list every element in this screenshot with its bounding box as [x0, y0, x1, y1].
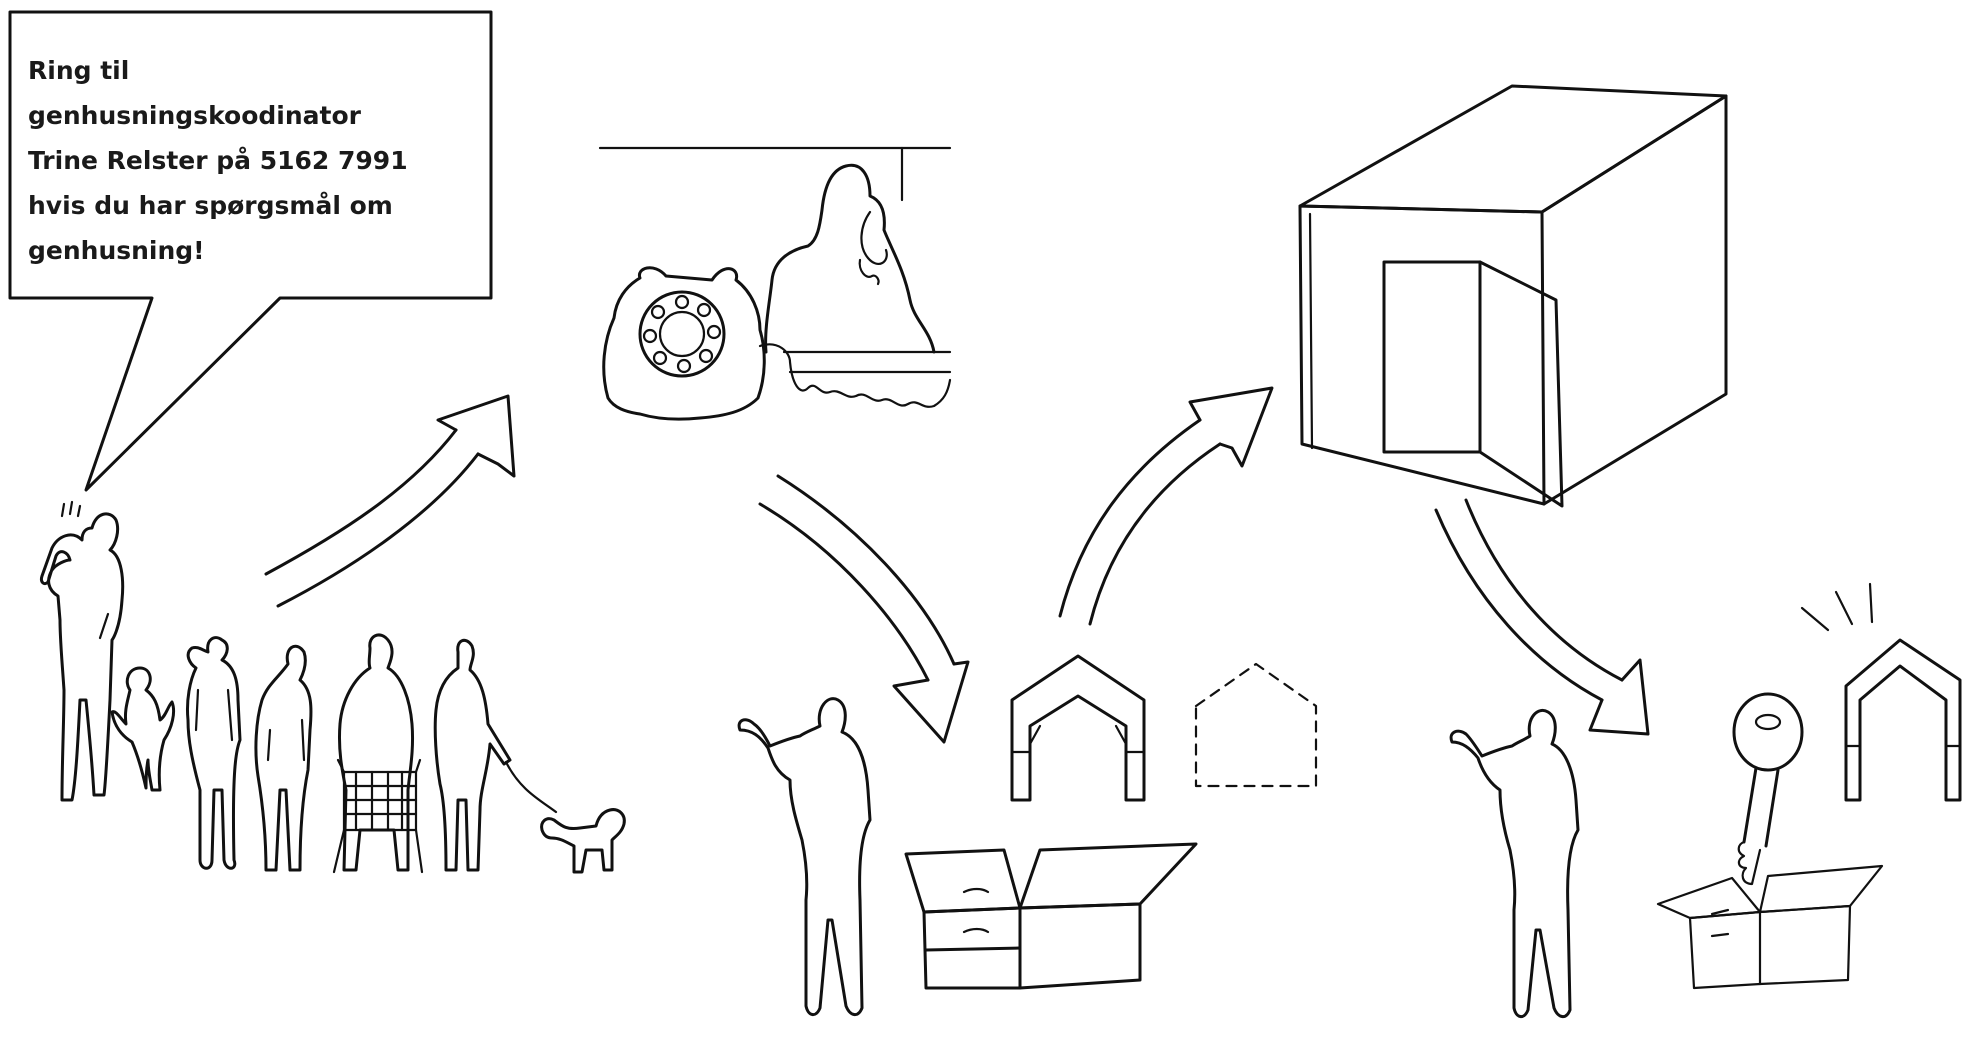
dog-walker-person-icon — [435, 640, 556, 870]
telephone-call-icon — [600, 148, 950, 419]
rotary-phone-icon — [604, 268, 950, 419]
arrow-to-boxes-icon — [760, 476, 968, 742]
key-icon — [1734, 694, 1802, 884]
elderly-person-walker-icon — [334, 635, 422, 872]
bubble-line: Ring til — [28, 48, 468, 93]
bubble-line: genhusningskoodinator — [28, 93, 468, 138]
bubble-line: genhusning! — [28, 228, 468, 273]
person-waving-icon — [739, 699, 870, 1015]
house-outline-icon — [1012, 656, 1144, 800]
arrow-to-new-home-icon — [1436, 500, 1648, 734]
bubble-line: hvis du har spørgsmål om — [28, 183, 468, 228]
caller-person-icon — [41, 502, 122, 800]
arrow-to-phone-icon — [266, 396, 514, 606]
storage-container-icon — [1300, 86, 1726, 506]
cardboard-box-icon — [906, 844, 1196, 988]
cardboard-box-icon — [1658, 866, 1882, 988]
speech-bubble-text: Ring til genhusningskoodinator Trine Rel… — [28, 48, 468, 273]
person-waving-icon — [1451, 710, 1578, 1016]
child-icon — [112, 668, 174, 790]
dial-holes-icon — [644, 296, 720, 372]
family-group-icon — [41, 502, 624, 872]
moving-boxes-icon — [739, 656, 1316, 1015]
adult-person-icon — [187, 638, 240, 869]
new-home-keys-icon — [1451, 584, 1960, 1017]
bubble-line: Trine Relster på 5162 7991 — [28, 138, 468, 183]
woman-on-phone-icon — [766, 165, 934, 352]
dog-icon — [542, 810, 625, 872]
house-placeholder-icon — [1196, 664, 1316, 786]
adult-person-icon — [256, 646, 311, 870]
arrow-to-container-icon — [1060, 388, 1272, 624]
house-shining-icon — [1802, 584, 1960, 800]
